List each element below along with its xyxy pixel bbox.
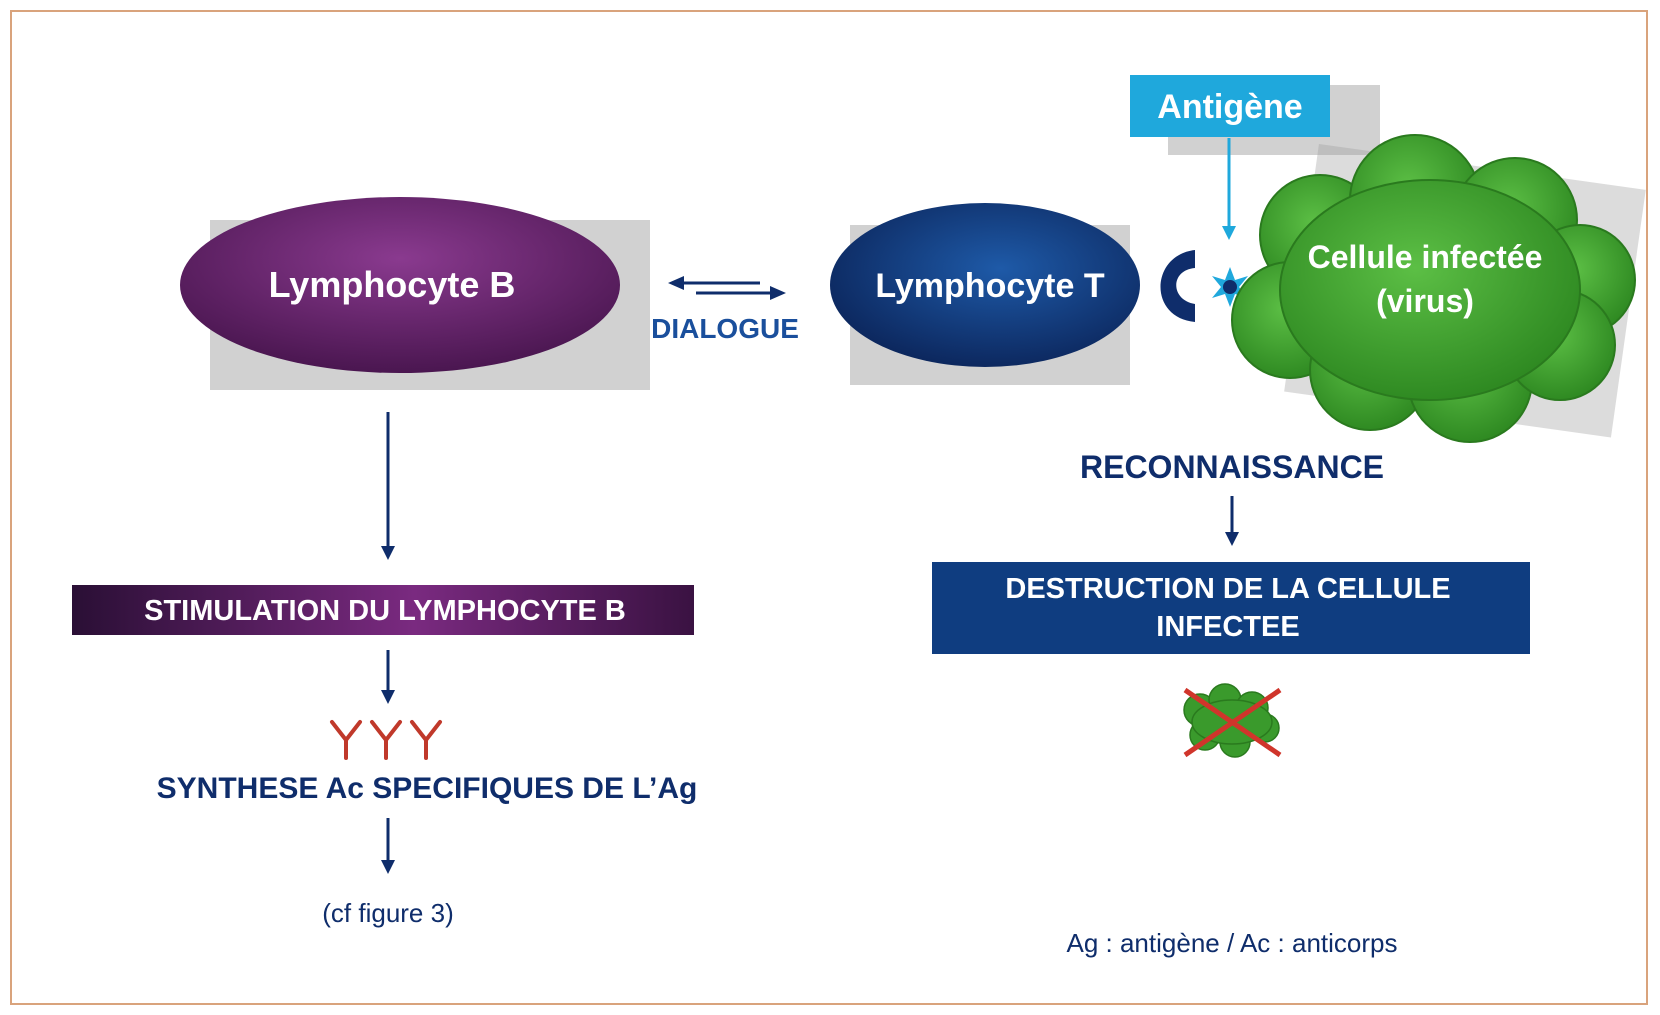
destroyed-cell-icon <box>1183 683 1282 758</box>
antibody-icon <box>410 720 442 760</box>
reconnaissance-label: RECONNAISSANCE <box>1080 449 1384 485</box>
infected-cell-cloud: Cellule infectée (virus) <box>1231 134 1646 443</box>
infected-cell-label-line2: (virus) <box>1376 283 1474 319</box>
reconnaissance-arrow <box>1225 496 1239 546</box>
stimulation-to-synthese-arrow <box>381 650 395 704</box>
antibody-icon <box>370 720 402 760</box>
antigen-arrow <box>1222 138 1236 240</box>
figure-border <box>10 10 1648 1005</box>
b-to-stimulation-arrow <box>381 412 395 560</box>
antigen-label: Antigène <box>1157 88 1302 126</box>
lymphocyte-b-node: Lymphocyte B <box>180 197 620 373</box>
destruction-label-line2: INFECTEE <box>1156 611 1299 643</box>
synthese-to-cf-arrow <box>381 818 395 874</box>
lymphocyte-t-node: Lymphocyte T <box>830 203 1140 367</box>
lymphocyte-t-label: Lymphocyte T <box>875 267 1104 305</box>
antigen-star-icon <box>1212 267 1248 307</box>
t-cell-receptor-icon <box>1160 250 1195 322</box>
legend-label: Ag : antigène / Ac : anticorps <box>1067 928 1398 958</box>
destruction-label-line1: DESTRUCTION DE LA CELLULE <box>1005 573 1450 605</box>
dialogue-arrows <box>668 276 786 300</box>
dialogue-label: DIALOGUE <box>651 313 799 344</box>
synthese-label: SYNTHESE Ac SPECIFIQUES DE L’Ag <box>157 772 698 805</box>
antigen-box: Antigène <box>1130 75 1380 155</box>
stimulation-box: STIMULATION DU LYMPHOCYTE B <box>72 585 694 635</box>
lymphocyte-b-label: Lymphocyte B <box>269 264 516 305</box>
antibody-icon <box>330 720 362 760</box>
antibody-icons <box>330 720 442 760</box>
infected-cell-label-line1: Cellule infectée <box>1308 239 1543 275</box>
stimulation-label: STIMULATION DU LYMPHOCYTE B <box>144 595 626 627</box>
destruction-box: DESTRUCTION DE LA CELLULE INFECTEE <box>932 562 1530 654</box>
cf-figure-label: (cf figure 3) <box>322 898 454 928</box>
